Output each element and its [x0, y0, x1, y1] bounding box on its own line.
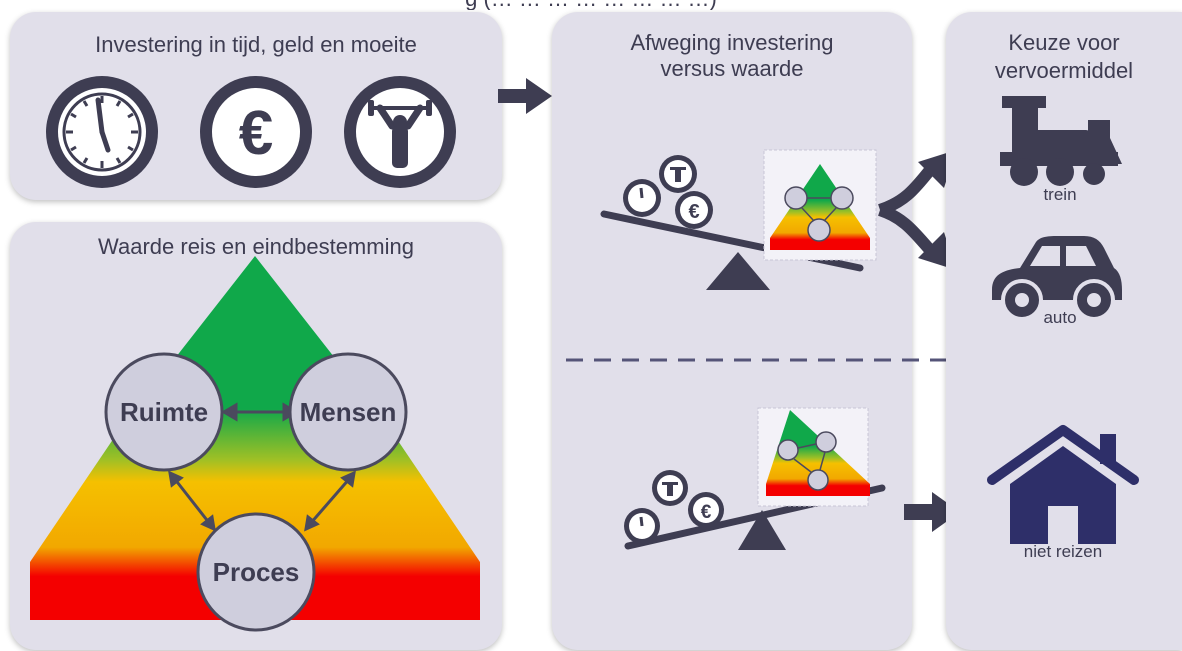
ruimte-label: Ruimte [119, 397, 209, 427]
mensen-label: Mensen [299, 397, 397, 427]
value-title: Waarde reis en eindbestemming [98, 234, 414, 259]
investment-panel: Investering in tijd, geld en moeite € [10, 12, 502, 200]
coin-stack-icon: € [624, 470, 724, 544]
home-label: niet reizen [1023, 542, 1103, 561]
value-pyramid [30, 256, 480, 620]
car-label: auto [1043, 308, 1077, 327]
house-icon [987, 425, 1139, 544]
svg-text:€: € [688, 201, 699, 223]
balance-value-heavier: € [600, 149, 877, 290]
ruimte-node [104, 352, 224, 472]
proces-label: Proces [212, 557, 300, 587]
cropped-header-text: g (… … … … … … … …) [0, 0, 1182, 10]
investment-title: Investering in tijd, geld en moeite [95, 32, 417, 57]
coin-stack-icon: € [623, 155, 713, 229]
choice-title-line2: vervoermiddel [994, 58, 1134, 83]
choice-panel: Keuze voor vervoermiddel trein auto niet… [946, 12, 1182, 650]
mensen-node [288, 352, 408, 472]
weighing-panel: Afweging investering versus waarde € [552, 12, 1182, 650]
train-label: trein [1043, 185, 1077, 204]
clock-icon [46, 76, 158, 188]
weightlifter-icon [344, 76, 456, 188]
euro-icon: € [200, 76, 312, 188]
svg-text:€: € [701, 502, 712, 523]
train-icon [1000, 96, 1122, 186]
weighing-title-line2: versus waarde [660, 56, 804, 81]
proces-node [196, 512, 316, 632]
balance-investment-heavier: € [624, 407, 886, 550]
svg-text:€: € [239, 99, 273, 168]
choice-title-line1: Keuze voor [1008, 30, 1120, 55]
weighing-title-line1: Afweging investering [630, 30, 834, 55]
arrow-right-icon [498, 78, 552, 114]
mini-pyramid-icon [757, 407, 870, 507]
car-icon [992, 236, 1122, 321]
mini-pyramid-icon [763, 149, 877, 261]
value-panel: Waarde reis en eindbestemming [10, 222, 502, 650]
